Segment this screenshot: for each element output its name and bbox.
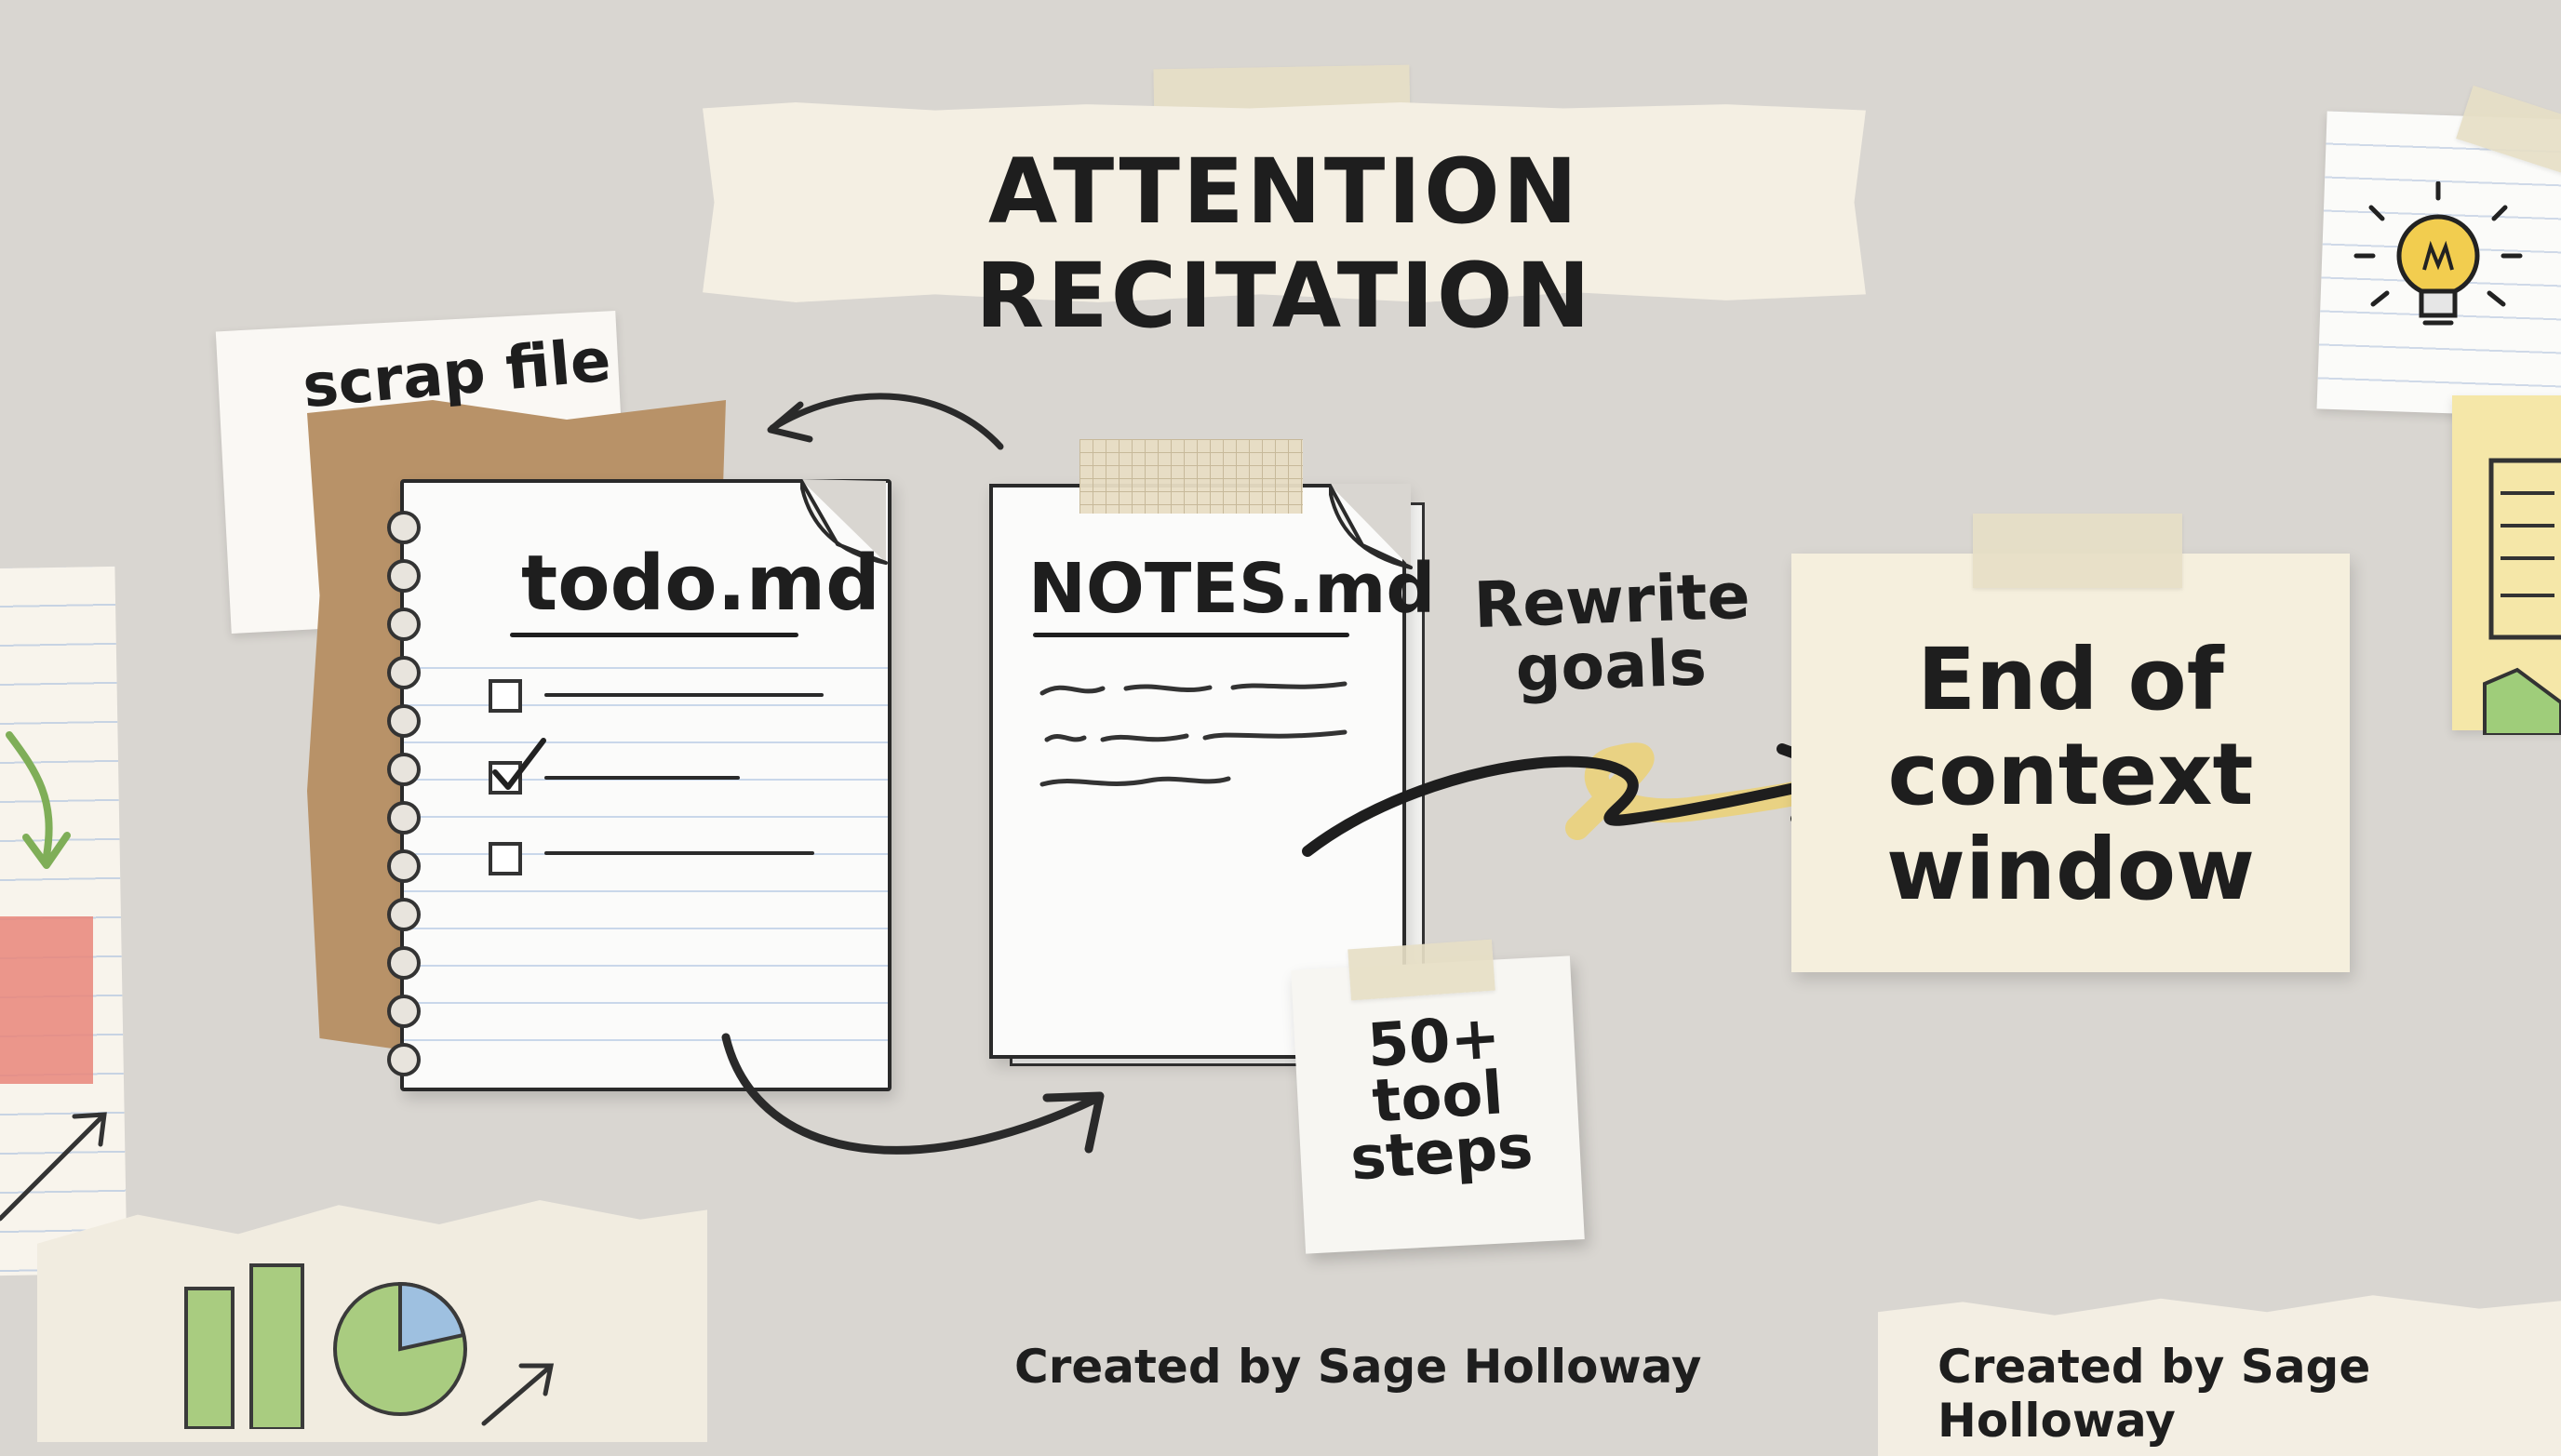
binder-ring bbox=[387, 608, 421, 641]
end-of-context-line-1: End of bbox=[1917, 630, 2224, 729]
todo-item-line-1 bbox=[544, 693, 824, 697]
binder-ring bbox=[387, 1043, 421, 1076]
todo-title: todo.md bbox=[521, 540, 880, 628]
todo-item-line-3 bbox=[544, 851, 814, 855]
end-of-context-line-2: context bbox=[1887, 725, 2254, 824]
binder-ring bbox=[387, 898, 421, 931]
credit-right: Created by Sage Holloway bbox=[1938, 1340, 2371, 1448]
rewrite-goals-label: Rewrite goals bbox=[1472, 560, 1750, 707]
notes-grid-tape bbox=[1079, 439, 1303, 514]
todo-page bbox=[387, 479, 892, 1091]
title-banner bbox=[703, 102, 1866, 302]
binder-ring bbox=[387, 946, 421, 980]
todo-item-checkbox-3[interactable] bbox=[489, 842, 522, 875]
curved-arrow-icon bbox=[721, 1033, 1105, 1155]
lightbulb-icon bbox=[2353, 181, 2523, 326]
end-of-context-card bbox=[1791, 554, 2350, 972]
decor-bottom-left-sketch bbox=[184, 1263, 555, 1429]
decor-red-note bbox=[0, 916, 93, 1084]
notes-title-underline bbox=[1033, 633, 1349, 637]
end-of-context-label: End of context window bbox=[1791, 633, 2350, 917]
binder-ring bbox=[387, 849, 421, 883]
rewrite-goals-line-2: goals bbox=[1514, 626, 1709, 707]
pie-chart-icon bbox=[333, 1281, 467, 1416]
credit-center: Created by Sage Holloway bbox=[1014, 1340, 1702, 1394]
todo-item-line-2 bbox=[544, 776, 740, 780]
notes-title: NOTES.md bbox=[1028, 549, 1436, 629]
binder-ring bbox=[387, 801, 421, 835]
sticky-tape bbox=[1348, 939, 1495, 1001]
binder-ring bbox=[387, 704, 421, 738]
todo-item-checkbox-1[interactable] bbox=[489, 679, 522, 713]
page-title: ATTENTION RECITATION bbox=[975, 140, 1593, 348]
todo-title-underline bbox=[510, 633, 798, 637]
end-card-tape bbox=[1973, 514, 2182, 588]
end-of-context-line-3: window bbox=[1885, 820, 2256, 919]
binder-ring bbox=[387, 559, 421, 593]
tool-steps-label: 50+ tool steps bbox=[1293, 1003, 1583, 1194]
decor-left-sketch-arrows bbox=[0, 731, 107, 1222]
rewrite-goals-arrow bbox=[1302, 742, 1857, 857]
checkmark-icon bbox=[492, 738, 546, 790]
binder-ring bbox=[387, 753, 421, 786]
curved-arrow-icon bbox=[767, 393, 1004, 450]
binder-ring bbox=[387, 511, 421, 544]
todo-page-curl bbox=[800, 479, 888, 565]
binder-ring bbox=[387, 995, 421, 1028]
notes-page-curl bbox=[1329, 484, 1413, 569]
notes-scribble-lines bbox=[1039, 681, 1348, 787]
binder-ring bbox=[387, 656, 421, 689]
decor-yellow-card-sketch bbox=[2483, 458, 2561, 735]
